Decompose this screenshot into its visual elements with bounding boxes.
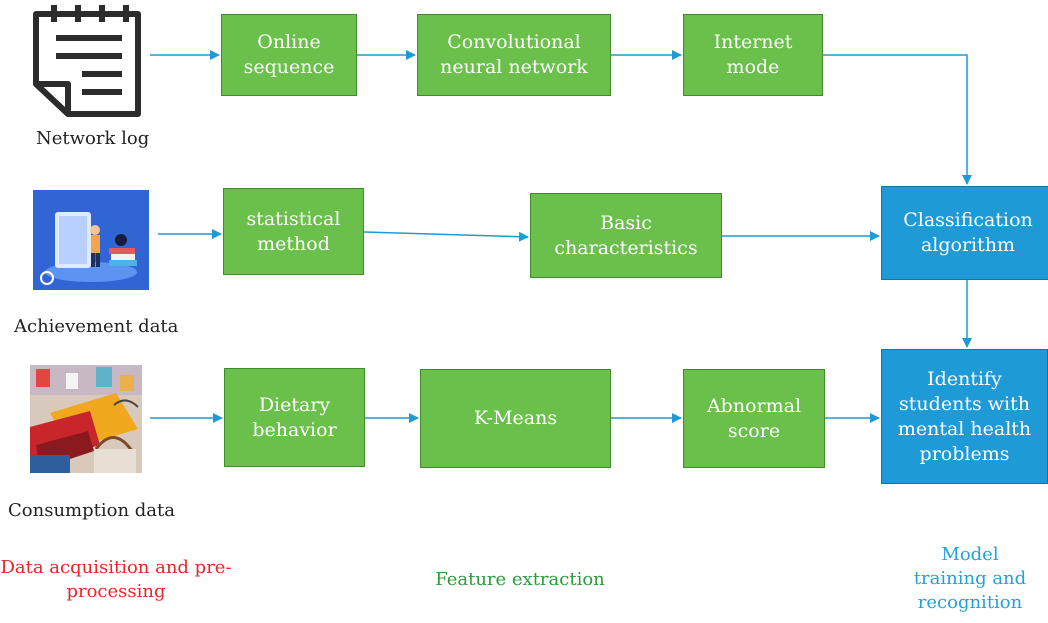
- kmeans-box: K-Means: [420, 369, 611, 468]
- shopping-bags-photo: [30, 365, 142, 473]
- basic-characteristics-box: Basic characteristics: [530, 193, 722, 278]
- online-sequence-box: Online sequence: [221, 14, 357, 96]
- arrow-statistical-to-basic: [363, 231, 529, 242]
- network-log-caption: Network log: [36, 128, 150, 149]
- abnormal-score-box: Abnormal score: [683, 369, 825, 468]
- consumption-caption: Consumption data: [8, 500, 175, 521]
- internet-mode-box: Internet mode: [683, 14, 823, 96]
- document-list-icon: [30, 2, 145, 120]
- statistical-method-box: statistical method: [223, 188, 364, 275]
- identify-students-box: Identify students with mental health pro…: [881, 349, 1048, 484]
- achievement-caption: Achievement data: [14, 316, 179, 337]
- classification-algorithm-box: Classification algorithm: [881, 186, 1048, 280]
- stage-acquisition-label: Data acquisition and pre- processing: [0, 557, 232, 602]
- dietary-behavior-box: Dietary behavior: [224, 368, 365, 467]
- stage-feature-label: Feature extraction: [435, 569, 605, 590]
- stage-model-label: Model training and recognition: [913, 544, 1027, 613]
- cnn-box: Convolutional neural network: [417, 14, 611, 96]
- arrow-internet-to-classification: [823, 54, 972, 185]
- student-screen-illustration: [33, 190, 149, 290]
